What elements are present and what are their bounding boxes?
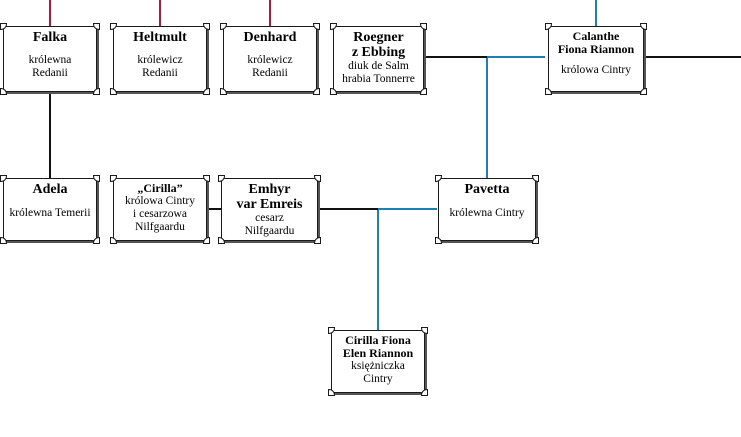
person-name: Calanthe — [572, 29, 620, 43]
card-corner-ornament — [218, 175, 225, 182]
person-name: Pavetta — [464, 182, 510, 197]
card-corner-ornament — [203, 23, 210, 30]
person-card-cirilla-queen: „Cirilla” królowa Cintry i cesarzowa Nil… — [110, 175, 210, 244]
card-corner-ornament — [545, 88, 552, 95]
card-corner-ornament — [0, 88, 7, 95]
card-corner-ornament — [203, 175, 210, 182]
person-title: królewna Temerii — [9, 207, 91, 219]
card-corner-ornament — [420, 23, 427, 30]
blood-lines-blue — [377, 0, 597, 330]
card-corner-ornament — [220, 23, 227, 30]
card-corner-ornament — [313, 23, 320, 30]
person-title: królewicz Redanii — [247, 54, 293, 79]
descent-lines-red — [49, 0, 271, 26]
card-corner-ornament — [330, 23, 337, 30]
card-corner-ornament — [532, 175, 539, 182]
person-card-adela: Adela królewna Temerii — [0, 175, 100, 244]
card-corner-ornament — [313, 88, 320, 95]
person-title: królewna Cintry — [449, 207, 525, 219]
card-corner-ornament — [0, 237, 7, 244]
person-name: Roegner z Ebbing — [351, 30, 406, 60]
card-corner-ornament — [545, 23, 552, 30]
person-title: królewna Redanii — [28, 54, 72, 79]
person-card-ciri: Cirilla Fiona Elen Riannon księżniczka C… — [328, 327, 428, 396]
person-card-pavetta: Pavetta królewna Cintry — [435, 175, 539, 244]
card-corner-ornament — [421, 327, 428, 334]
card-corner-ornament — [110, 23, 117, 30]
person-card-heltmult: Heltmult królewicz Redanii — [110, 23, 210, 95]
card-corner-ornament — [0, 175, 7, 182]
person-name: Adela — [32, 182, 68, 197]
person-title: królowa Cintry — [561, 64, 631, 76]
card-corner-ornament — [110, 175, 117, 182]
card-corner-ornament — [93, 88, 100, 95]
person-name: Heltmult — [133, 30, 187, 45]
card-corner-ornament — [110, 88, 117, 95]
card-corner-ornament — [0, 23, 7, 30]
card-corner-ornament — [220, 88, 227, 95]
card-corner-ornament — [110, 237, 117, 244]
card-corner-ornament — [330, 88, 337, 95]
card-corner-ornament — [532, 237, 539, 244]
card-corner-ornament — [640, 88, 647, 95]
card-corner-ornament — [93, 237, 100, 244]
card-corner-ornament — [328, 389, 335, 396]
card-corner-ornament — [93, 175, 100, 182]
person-name: Denhard — [243, 30, 297, 45]
card-corner-ornament — [203, 88, 210, 95]
person-card-falka: Falka królewna Redanii — [0, 23, 100, 95]
card-corner-ornament — [218, 237, 225, 244]
person-name: Cirilla Fiona Elen Riannon — [342, 333, 414, 360]
person-subname: Fiona Riannon — [557, 42, 635, 56]
person-title: królewicz Redanii — [137, 54, 183, 79]
card-corner-ornament — [435, 175, 442, 182]
person-title: cesarz Nilfgaardu — [244, 212, 295, 237]
card-corner-ornament — [421, 389, 428, 396]
person-title: księżniczka Cintry — [351, 360, 405, 385]
card-corner-ornament — [435, 237, 442, 244]
card-corner-ornament — [328, 327, 335, 334]
card-corner-ornament — [93, 23, 100, 30]
card-corner-ornament — [314, 175, 321, 182]
card-corner-ornament — [314, 237, 321, 244]
person-card-roegner: Roegner z Ebbing diuk de Salm hrabia Ton… — [330, 23, 427, 95]
card-corner-ornament — [640, 23, 647, 30]
person-title: diuk de Salm hrabia Tonnerre — [342, 60, 415, 85]
person-title: królowa Cintry i cesarzowa Nilfgaardu — [125, 195, 195, 233]
person-name: Falka — [32, 30, 68, 45]
person-name: Emhyr var Emreis — [236, 182, 303, 212]
marriage-lines-black — [49, 56, 741, 210]
person-name: „Cirilla” — [137, 181, 183, 195]
person-card-calanthe: Calanthe Fiona Riannon królowa Cintry — [545, 23, 647, 95]
card-corner-ornament — [203, 237, 210, 244]
person-card-denhard: Denhard królewicz Redanii — [220, 23, 320, 95]
card-corner-ornament — [420, 88, 427, 95]
person-card-emhyr: Emhyr var Emreis cesarz Nilfgaardu — [218, 175, 321, 244]
